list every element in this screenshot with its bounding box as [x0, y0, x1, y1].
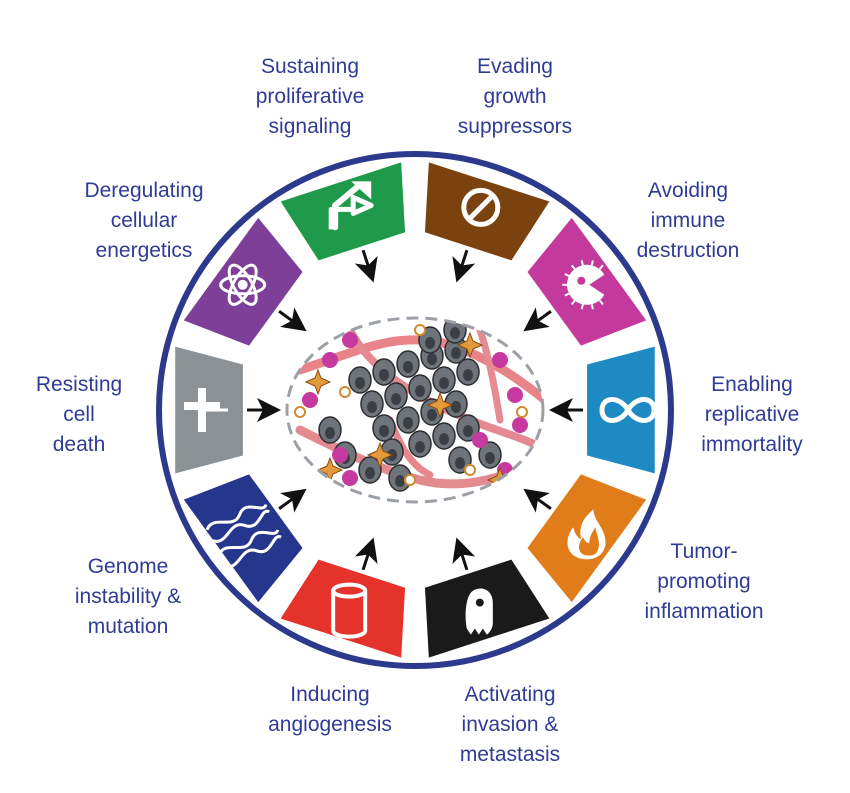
label-inflammation: Tumor-promoting inflammation — [644, 537, 763, 627]
flame-icon — [567, 509, 606, 560]
label-line: mutation — [87, 615, 169, 638]
label-line: energetics — [95, 239, 193, 262]
label-line: Deregulating — [84, 179, 204, 202]
label-genome: Genome instability & mutation — [75, 552, 181, 642]
no-entry-icon — [461, 187, 501, 227]
label-line: immune — [650, 209, 726, 232]
label-growth-suppressors: Evading growth suppressors — [458, 52, 572, 142]
label-line: inflammation — [644, 600, 764, 623]
label-line: signaling — [268, 115, 352, 138]
inward-arrow — [523, 488, 552, 513]
label-line: cell — [63, 403, 95, 426]
blood-vessel-icon — [331, 582, 368, 639]
label-line: Resisting — [35, 373, 123, 396]
label-line: death — [52, 433, 106, 456]
inward-arrow — [452, 537, 476, 571]
label-proliferative: Sustaining proliferative signaling — [256, 52, 365, 142]
label-invasion: Activating invasion & metastasis — [460, 680, 560, 770]
label-line: Avoiding — [647, 179, 729, 202]
inward-arrow — [354, 249, 378, 283]
label-line: immortality — [701, 433, 803, 456]
label-line: proliferative — [255, 85, 365, 108]
label-angiogenesis: Inducing angiogenesis — [268, 680, 392, 740]
dna-helix-icon — [205, 503, 282, 569]
inward-arrow — [278, 307, 307, 332]
segment-immortality — [587, 346, 655, 474]
label-line: promoting — [657, 570, 751, 593]
atom-icon — [219, 263, 267, 306]
hallmark-segments — [175, 162, 655, 658]
tumor-microenvironment — [285, 316, 545, 504]
inward-arrow — [354, 537, 378, 571]
label-line: Genome — [87, 555, 169, 578]
label-line: cellular — [110, 209, 178, 232]
label-line: metastasis — [459, 743, 561, 766]
segment-genome — [183, 474, 303, 603]
inward-arrow — [452, 249, 476, 283]
label-line: Evading — [477, 55, 553, 78]
label-energetics: Deregulating cellular energetics — [84, 176, 203, 266]
label-line: Sustaining — [260, 55, 360, 78]
label-line: replicative — [704, 403, 800, 426]
label-line: suppressors — [457, 115, 573, 138]
label-line: growth — [483, 85, 547, 108]
label-line: invasion & — [461, 713, 559, 736]
migrating-cell-icon — [465, 588, 493, 635]
infinity-icon — [599, 397, 657, 423]
segment-growth-suppressors — [424, 162, 550, 261]
inward-arrow — [523, 307, 552, 332]
inward-arrow — [278, 488, 307, 513]
label-immune: Avoiding immune destruction — [637, 176, 740, 266]
label-line: destruction — [636, 239, 740, 262]
label-line: Activating — [464, 683, 556, 706]
cross-icon — [184, 388, 228, 432]
inward-arrows — [247, 249, 583, 571]
label-cell-death: Resisting cell death — [36, 370, 122, 460]
label-line: Enabling — [711, 373, 793, 396]
label-line: instability & — [74, 585, 182, 608]
hallmark-icons — [184, 181, 657, 639]
arrow-up-right-icon — [328, 181, 374, 231]
label-line: Inducing — [290, 683, 370, 706]
segment-angiogenesis — [280, 559, 406, 658]
label-line: angiogenesis — [268, 713, 392, 736]
label-line: Tumor- — [670, 540, 738, 563]
label-immortality: Enabling replicative immortality — [701, 370, 803, 460]
pacman-cell-icon — [562, 260, 605, 310]
